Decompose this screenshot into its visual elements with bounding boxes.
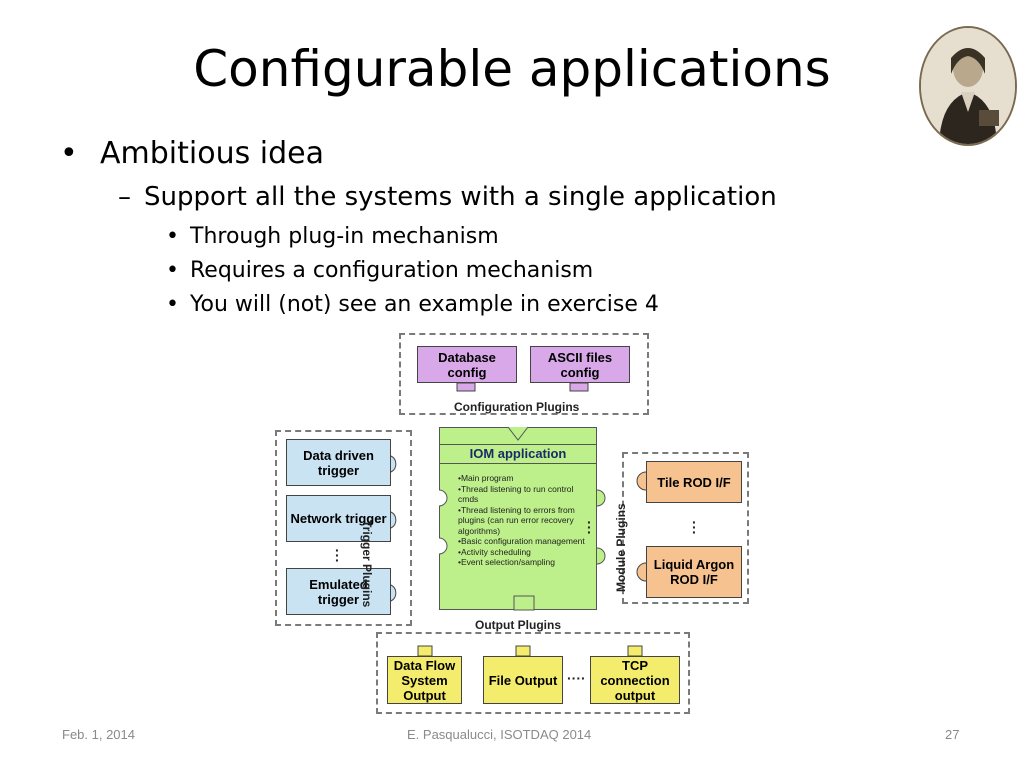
- bullet-marker: •: [60, 136, 78, 171]
- database-config-box: Database config: [417, 346, 517, 383]
- footer-author: E. Pasqualucci, ISOTDAQ 2014: [407, 727, 592, 742]
- emulated-trigger-box: Emulated trigger: [286, 568, 391, 615]
- footer-page-number: 27: [945, 727, 960, 742]
- iom-application-title: IOM application: [440, 444, 596, 464]
- liquid-argon-rod-if-box: Liquid Argon ROD I/F: [646, 546, 742, 598]
- data-flow-system-output-box: Data Flow System Output: [387, 656, 462, 704]
- slide-title: Configurable applications: [193, 40, 831, 98]
- bullet-text: Requires a configuration mechanism: [190, 258, 594, 283]
- iom-feature: •Thread listening to errors from plugins…: [458, 504, 575, 536]
- bullet-text: Support all the systems with a single ap…: [144, 182, 777, 212]
- iom-feature: •Activity scheduling: [458, 546, 531, 557]
- horizontal-ellipsis: ····: [567, 670, 586, 686]
- trigger-plugins-frame: [275, 430, 412, 626]
- config-plugins-frame: [399, 333, 649, 415]
- iom-feature: •Basic configuration management: [458, 536, 585, 546]
- iom-feature: •Event selection/sampling: [458, 557, 555, 567]
- file-output-box: File Output: [483, 656, 563, 704]
- iom-feature: •Thread listening to run control cmds: [458, 483, 574, 505]
- bullet-text: Ambitious idea: [100, 136, 324, 171]
- vertical-ellipsis: ···: [692, 514, 697, 540]
- iom-feature-list: •Main program •Thread listening to run c…: [458, 473, 590, 568]
- output-plugins-frame: [376, 632, 690, 714]
- ascii-files-config-box: ASCII files config: [530, 346, 630, 383]
- tcp-connection-output-box: TCP connection output: [590, 656, 680, 704]
- iom-application-box: IOM application •Main program •Thread li…: [439, 427, 597, 610]
- vertical-ellipsis: ···: [335, 542, 340, 568]
- bullet-dash: –: [118, 182, 131, 212]
- tile-rod-if-box: Tile ROD I/F: [646, 461, 742, 503]
- bullet-marker: •: [166, 224, 179, 249]
- network-trigger-box: Network trigger: [286, 495, 391, 542]
- module-plugins-frame: [622, 452, 749, 604]
- footer-date: Feb. 1, 2014: [62, 727, 135, 742]
- bullet-text: You will (not) see an example in exercis…: [190, 292, 659, 317]
- config-plugins-label: Configuration Plugins: [454, 400, 580, 414]
- portrait-photo: [919, 26, 1017, 146]
- vertical-ellipsis: ···: [587, 514, 592, 540]
- bullet-marker: •: [166, 258, 179, 283]
- output-plugins-label: Output Plugins: [475, 618, 561, 632]
- data-driven-trigger-box: Data driven trigger: [286, 439, 391, 486]
- trigger-plugins-label: Trigger Plugins: [360, 520, 374, 608]
- bullet-text: Through plug-in mechanism: [190, 224, 499, 249]
- iom-feature: •Main program: [458, 473, 514, 483]
- bullet-marker: •: [166, 292, 179, 317]
- module-plugins-label: Module Plugins: [614, 503, 628, 592]
